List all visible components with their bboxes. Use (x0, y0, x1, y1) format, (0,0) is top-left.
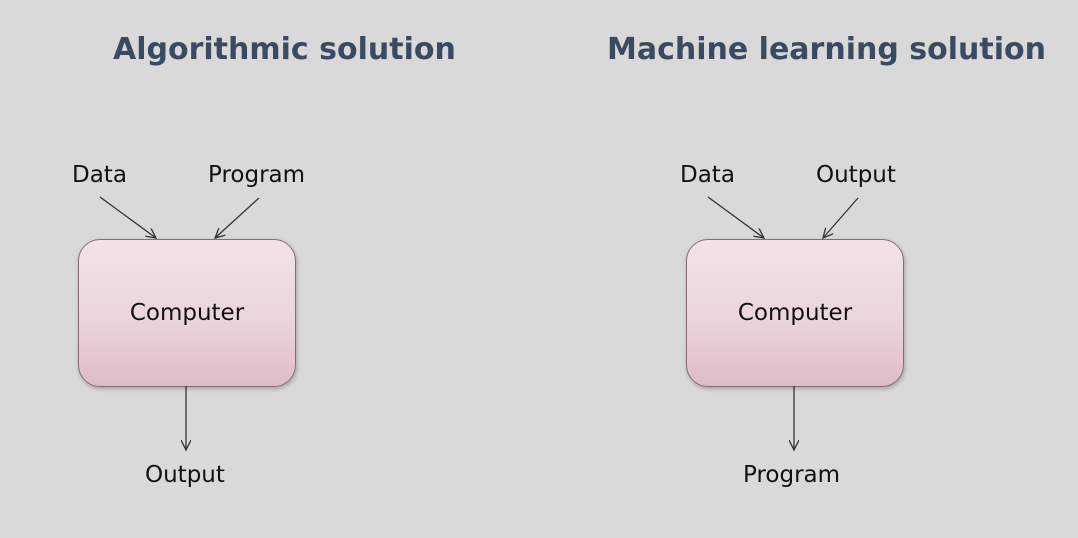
right-program-label: Program (743, 462, 841, 488)
right-output-arrow (823, 197, 859, 238)
algorithmic-solution-title: Algorithmic solution (113, 32, 456, 67)
left-program-label: Program (208, 162, 306, 188)
left-output-label: Output (145, 462, 225, 488)
right-data-arrow (707, 196, 764, 238)
left-computer-box: Computer (78, 239, 296, 387)
right-computer-box: Computer (686, 239, 904, 387)
left-program-arrow (215, 197, 260, 238)
machine-learning-solution-title: Machine learning solution (607, 32, 1046, 67)
right-data-label: Data (680, 162, 735, 188)
left-data-arrow (99, 196, 156, 238)
left-computer-label: Computer (129, 300, 245, 326)
right-computer-label: Computer (737, 300, 853, 326)
left-data-label: Data (72, 162, 127, 188)
right-output-label: Output (816, 162, 896, 188)
